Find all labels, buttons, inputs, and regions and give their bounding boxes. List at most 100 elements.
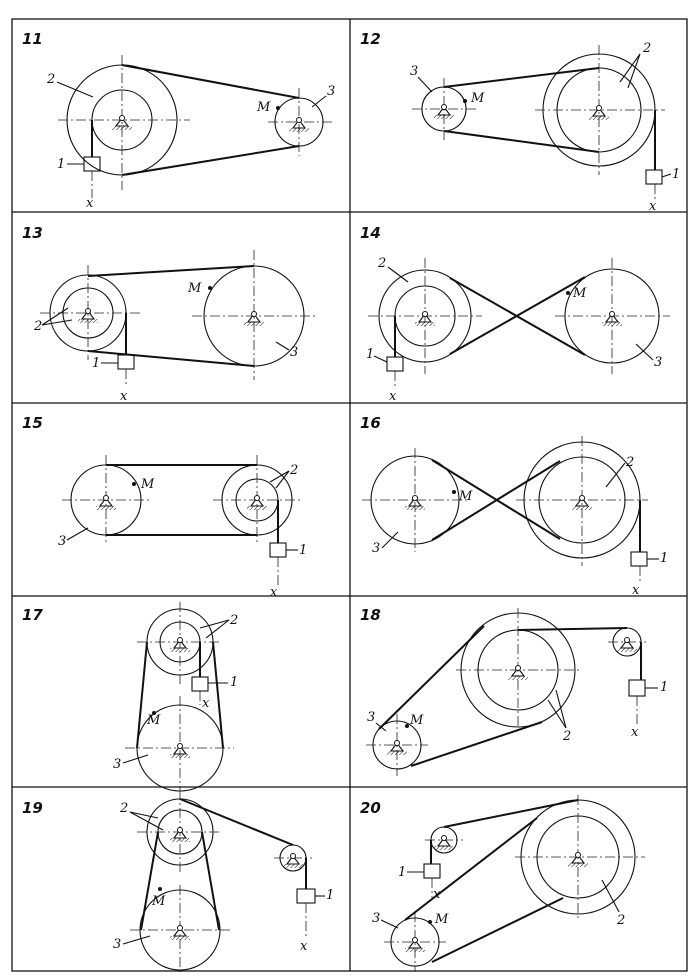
block-1	[269, 542, 287, 558]
label-2: 2	[562, 729, 571, 744]
label-1: 1	[672, 167, 680, 182]
panel-13: 13 M 2 3 1 x	[22, 224, 318, 404]
label-2: 2	[377, 256, 386, 271]
panel-number: 13	[22, 224, 43, 242]
point-m-dot	[463, 99, 467, 103]
label-1: 1	[366, 347, 374, 362]
label-1: 1	[299, 543, 307, 558]
label-x: x	[270, 585, 278, 600]
block-1	[117, 354, 135, 370]
point-m-dot	[208, 286, 212, 290]
label-1: 1	[92, 356, 100, 371]
label-x: x	[433, 887, 441, 902]
label-1: 1	[398, 865, 406, 880]
support-hatch	[170, 637, 190, 758]
label-3: 3	[290, 345, 298, 360]
label-3: 3	[372, 911, 380, 926]
support-hatch	[96, 495, 267, 510]
point-m-dot	[276, 106, 280, 110]
label-3: 3	[327, 84, 335, 99]
label-m: M	[256, 100, 271, 115]
block-1	[191, 676, 209, 692]
point-m-dot	[158, 887, 162, 891]
point-m-dot	[132, 482, 136, 486]
label-m: M	[146, 713, 161, 728]
panel-number: 11	[22, 30, 43, 48]
block-1	[630, 551, 648, 567]
label-3: 3	[113, 937, 121, 952]
label-m: M	[470, 91, 485, 106]
block-1	[296, 888, 316, 904]
support-hatch	[170, 827, 303, 940]
point-m-dot	[566, 291, 570, 295]
panel-number: 17	[22, 606, 43, 624]
label-x: x	[86, 196, 94, 211]
label-3: 3	[58, 534, 66, 549]
support-hatch	[112, 115, 309, 132]
panel-11: 11 2 3 M 1 x	[22, 30, 335, 211]
belt-cross-b	[431, 460, 561, 541]
label-2: 2	[229, 613, 238, 628]
block-1	[423, 863, 441, 879]
label-2: 2	[289, 463, 298, 478]
label-2: 2	[625, 455, 634, 470]
belt-top	[87, 265, 255, 277]
belt-right	[201, 831, 220, 931]
label-2: 2	[46, 72, 55, 87]
label-1: 1	[326, 888, 334, 903]
label-m: M	[458, 489, 473, 504]
label-2: 2	[642, 41, 651, 56]
label-3: 3	[367, 710, 375, 725]
rope-top	[179, 798, 294, 846]
label-2: 2	[33, 319, 42, 334]
support-hatch	[78, 308, 264, 326]
label-x: x	[202, 696, 210, 711]
label-3: 3	[113, 757, 121, 772]
belt-right	[212, 641, 224, 749]
label-1: 1	[230, 675, 238, 690]
block-1	[628, 679, 646, 697]
panel-14: 14 M 2 3 1 x	[360, 224, 670, 404]
panel-17: 17 M 2 1 x 3	[22, 602, 238, 792]
label-x: x	[632, 583, 640, 598]
belt-bottom	[443, 130, 600, 153]
label-m: M	[151, 894, 166, 909]
belt-top	[121, 64, 300, 99]
label-2: 2	[616, 913, 625, 928]
support-hatch	[405, 495, 592, 510]
label-2: 2	[119, 801, 128, 816]
belt-bottom	[121, 145, 300, 176]
block-1	[645, 169, 663, 185]
label-m: M	[409, 713, 424, 728]
panel-number: 19	[22, 799, 43, 817]
belt-top	[443, 67, 600, 88]
label-m: M	[434, 912, 449, 927]
panel-15: 15 M 3 2 1 x	[22, 414, 307, 600]
label-x: x	[300, 939, 308, 954]
panel-number: 12	[360, 30, 381, 48]
label-x: x	[631, 725, 639, 740]
panel-number: 20	[360, 799, 381, 817]
point-m-dot	[452, 490, 456, 494]
label-m: M	[572, 286, 587, 301]
panel-number: 14	[360, 224, 381, 242]
belt-left	[136, 641, 148, 749]
belt-upper	[404, 817, 538, 921]
block-1	[386, 356, 404, 372]
panel-19: 19 M 2 3	[22, 790, 334, 972]
rope-top	[517, 627, 628, 631]
belt-upper	[378, 625, 485, 730]
support-hatch	[434, 104, 609, 120]
label-1: 1	[57, 157, 65, 172]
belt-lower	[410, 721, 543, 767]
label-3: 3	[372, 541, 380, 556]
label-1: 1	[660, 680, 668, 695]
panel-12: 12 2 3 M 1 x	[360, 30, 680, 214]
label-x: x	[649, 199, 657, 214]
belt-bottom	[87, 350, 255, 367]
panel-18: 18 M 3 2	[360, 606, 668, 776]
label-3: 3	[410, 64, 418, 79]
label-m: M	[187, 281, 202, 296]
rope-top	[443, 799, 579, 828]
